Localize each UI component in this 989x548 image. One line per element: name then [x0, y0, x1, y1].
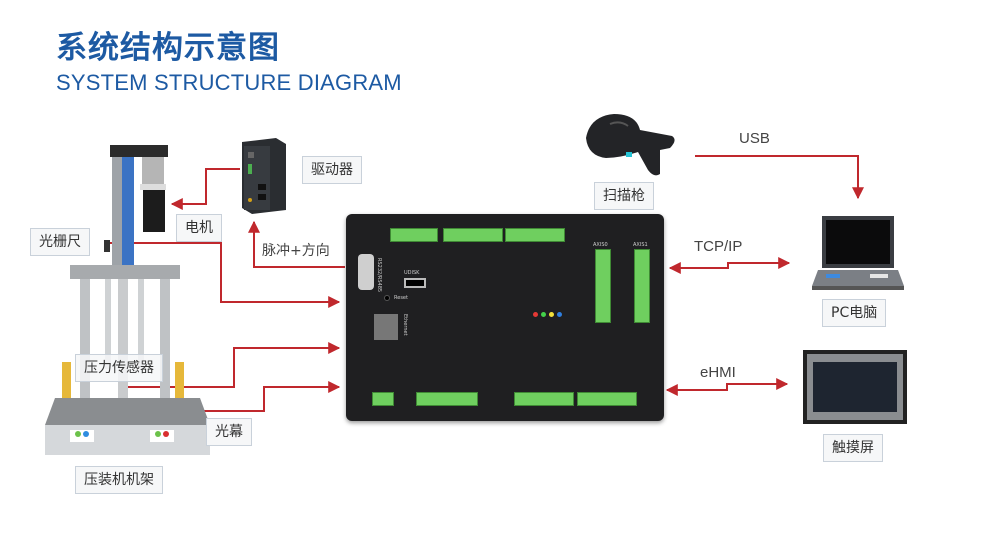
label-ehmi: eHMI: [700, 364, 736, 381]
label-touchscreen: 触摸屏: [823, 434, 883, 462]
wire-usb: [695, 155, 864, 200]
wire-ehmi: [665, 378, 789, 396]
wire-driver-to-motor: [170, 168, 240, 210]
wire-grating-ruler: [104, 242, 341, 308]
ethernet-label: Ethernet: [402, 314, 408, 336]
led-pwr: [533, 312, 538, 317]
axis1-label: AXIS1: [633, 242, 648, 248]
label-motor: 电机: [176, 214, 222, 242]
axis1-terminal: [634, 249, 650, 323]
label-usb: USB: [739, 130, 770, 147]
reset-button: [384, 295, 390, 301]
pc-laptop-image: [812, 214, 904, 292]
wire-pulse-direction: [248, 220, 345, 268]
page-title: 系统结构示意图: [56, 30, 280, 66]
label-force-sensor: 压力传感器: [75, 354, 163, 382]
label-grating-ruler: 光栅尺: [30, 228, 90, 256]
label-pc: PC电脑: [822, 299, 887, 327]
usb-port: [404, 278, 426, 288]
label-tcp-ip: TCP/IP: [694, 238, 743, 255]
axis0-terminal: [595, 249, 611, 323]
axis0-label: AXIS0: [593, 242, 608, 248]
servo-driver-image: [240, 136, 288, 216]
led-err: [549, 312, 554, 317]
page-subtitle: SYSTEM STRUCTURE DIAGRAM: [56, 70, 402, 95]
touchscreen-image: [803, 350, 907, 424]
wire-tcp-ip: [668, 257, 791, 274]
wire-light-curtain: [190, 381, 341, 412]
serial-label: RS232/RS485: [376, 258, 382, 293]
label-pulse-direction: 脉冲+方向: [262, 243, 330, 259]
label-scanner: 扫描枪: [594, 182, 654, 210]
led-run: [541, 312, 546, 317]
led-link: [557, 312, 562, 317]
reset-label: Reset: [394, 295, 408, 301]
label-press-frame: 压装机机架: [75, 466, 163, 494]
usb-label: UDISK: [404, 270, 420, 276]
motion-controller-image: RS232/RS485 UDISK Reset Ethernet AXIS0 A…: [346, 214, 664, 421]
label-driver: 驱动器: [302, 156, 362, 184]
label-light-curtain: 光幕: [206, 418, 252, 446]
ethernet-port: [374, 314, 398, 340]
barcode-scanner-image: [580, 108, 680, 178]
press-frame-image: [40, 140, 210, 460]
serial-port: [358, 254, 374, 290]
